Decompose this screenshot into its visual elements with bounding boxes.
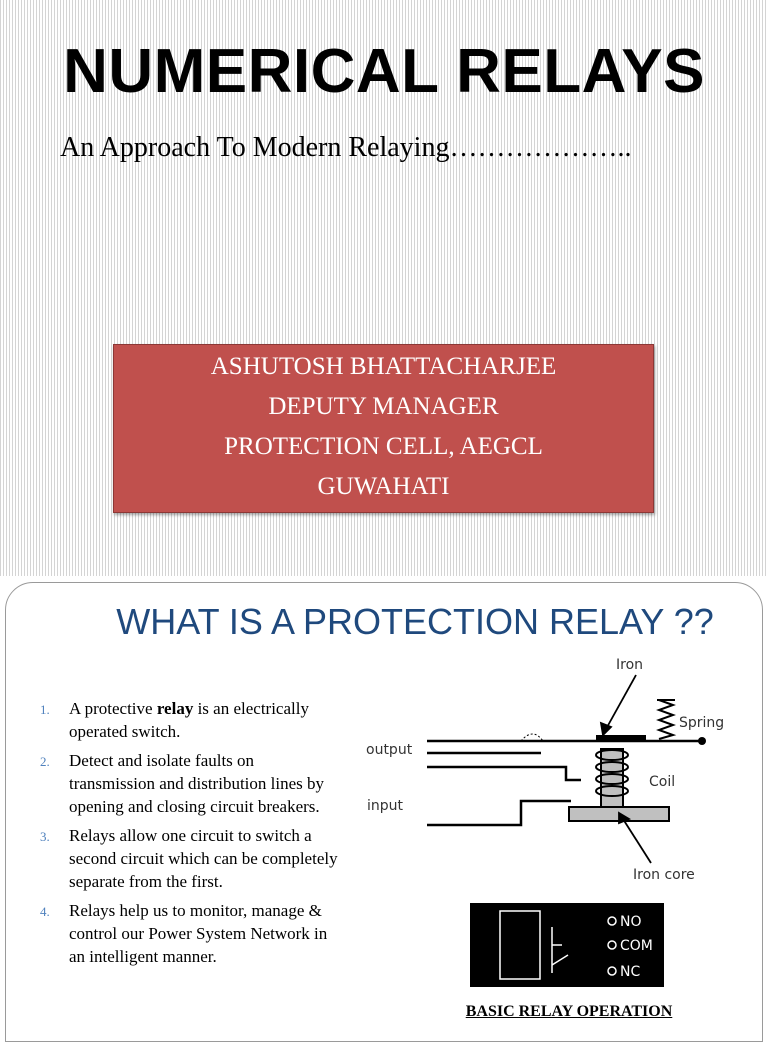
- list-item: 1. A protective relay is an electrically…: [40, 697, 340, 743]
- label-input: input: [367, 798, 404, 814]
- author-box: ASHUTOSH BHATTACHARJEE DEPUTY MANAGER PR…: [113, 344, 654, 513]
- author-location: GUWAHATI: [317, 473, 450, 500]
- label-iron-core: Iron core: [633, 867, 695, 883]
- list-text: Relays help us to monitor, manage & cont…: [69, 901, 328, 966]
- label-com: COM: [620, 938, 653, 954]
- label-no: NO: [620, 914, 642, 930]
- slide-title: NUMERICAL RELAYS: [63, 37, 705, 106]
- relay-circuit-symbol: NO COM NC: [470, 903, 664, 987]
- label-output: output: [366, 742, 413, 758]
- bullet-list: 1. A protective relay is an electrically…: [40, 697, 340, 974]
- label-iron: Iron: [616, 657, 643, 673]
- diagram-caption: BASIC RELAY OPERATION: [465, 1003, 673, 1020]
- list-item: 3. Relays allow one circuit to switch a …: [40, 824, 340, 893]
- author-department: PROTECTION CELL, AEGCL: [224, 433, 543, 460]
- label-spring: Spring: [679, 715, 724, 731]
- list-number: 3.: [40, 829, 50, 844]
- list-text: Detect and isolate faults on transmissio…: [69, 751, 324, 816]
- list-item: 2. Detect and isolate faults on transmis…: [40, 749, 340, 818]
- relay-diagram: Iron Spring output Coil input Iron core: [366, 657, 724, 883]
- list-number: 2.: [40, 754, 50, 769]
- list-number: 1.: [40, 702, 50, 717]
- list-text-bold: relay: [156, 699, 194, 718]
- author-designation: DEPUTY MANAGER: [268, 393, 499, 420]
- title-slide: NUMERICAL RELAYS An Approach To Modern R…: [0, 0, 768, 576]
- list-text: Relays allow one circuit to switch a sec…: [69, 826, 338, 891]
- label-nc: NC: [620, 964, 640, 980]
- list-item: 4. Relays help us to monitor, manage & c…: [40, 899, 340, 968]
- list-text-pre: A protective: [69, 699, 157, 718]
- list-number: 4.: [40, 904, 50, 919]
- content-slide: WHAT IS A PROTECTION RELAY ?? 1. A prote…: [5, 582, 763, 1042]
- list-text-post: is an electrically operated switch.: [69, 699, 309, 741]
- label-coil: Coil: [649, 774, 675, 790]
- author-name: ASHUTOSH BHATTACHARJEE: [210, 353, 557, 380]
- slide-subtitle: An Approach To Modern Relaying………………..: [60, 132, 632, 163]
- slide2-title: WHAT IS A PROTECTION RELAY ??: [116, 601, 714, 642]
